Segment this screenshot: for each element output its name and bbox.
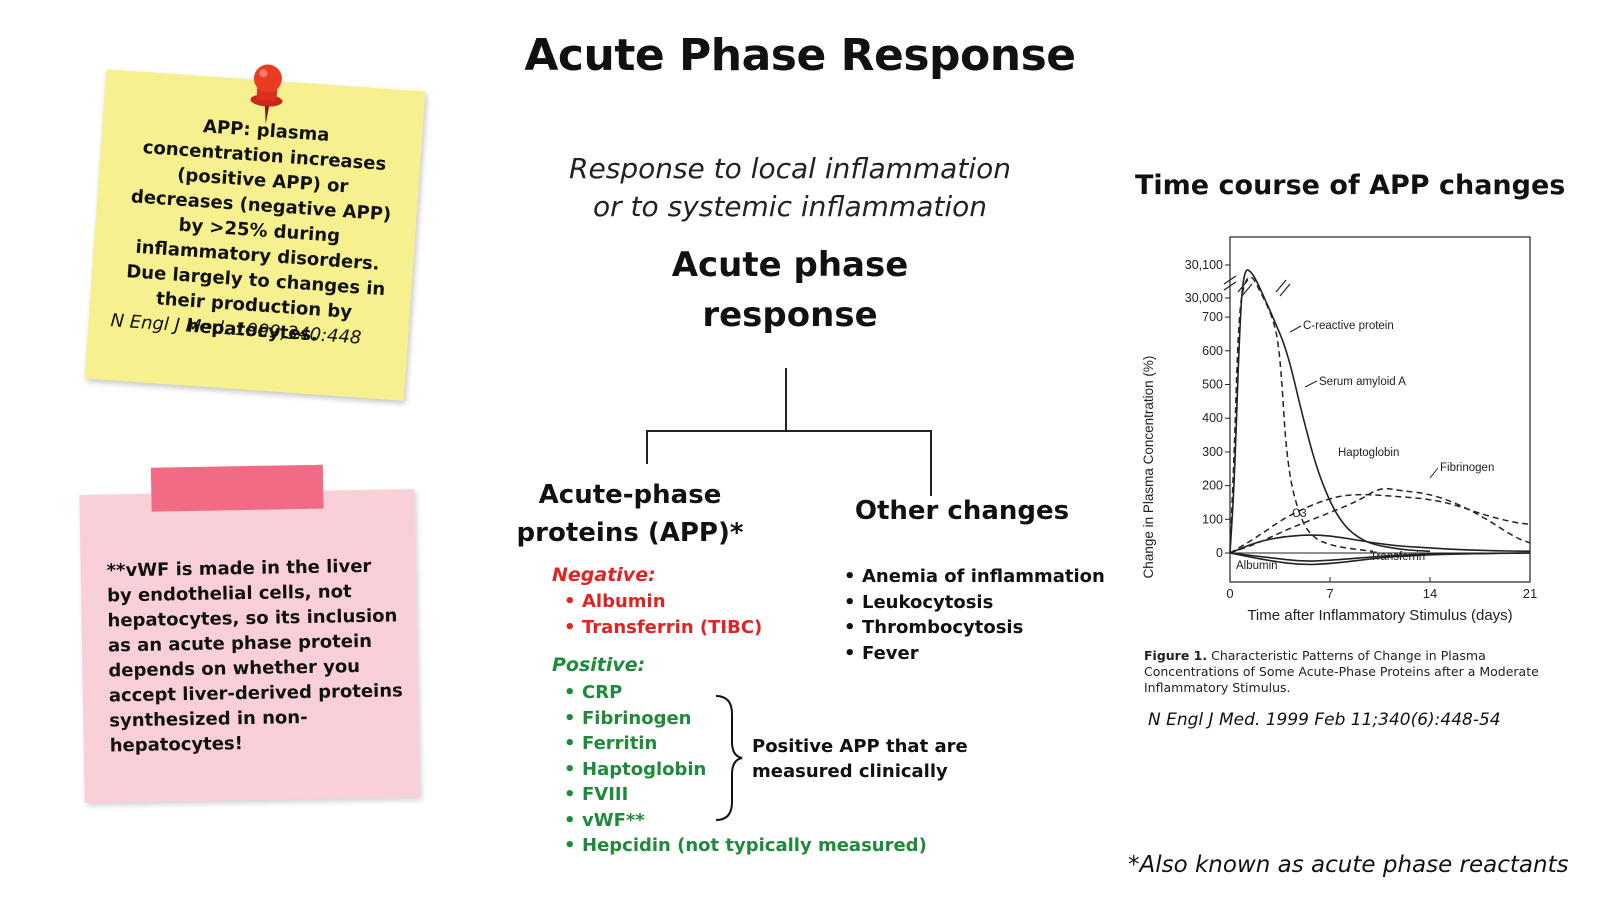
x-axis-title: Time after Inflammatory Stimulus (days) (1247, 607, 1512, 624)
y-tick-label: 30,100 (1185, 258, 1223, 272)
series-label-haptoglobin: Haptoglobin (1338, 447, 1399, 459)
list-item: Ferritin (552, 731, 927, 757)
series-line-fibrinogen (1229, 487, 1531, 554)
list-item: Leukocytosis (832, 590, 1105, 616)
label-leader (1304, 380, 1318, 388)
subtitle-line-2: or to systemic inflammation (593, 190, 987, 223)
negative-list: Albumin Transferrin (TIBC) (552, 589, 762, 640)
series-line-haptoglobin (1229, 493, 1531, 554)
series-line-c3 (1229, 534, 1531, 554)
app-heading-line-2: proteins (APP)* (516, 518, 744, 548)
center-heading-line-1: Acute phase (671, 245, 909, 285)
list-item: Thrombocytosis (832, 615, 1105, 641)
label-leader (1289, 325, 1302, 333)
x-tick-label: 7 (1326, 586, 1333, 601)
figure-caption-text: Characteristic Patterns of Change in Pla… (1144, 648, 1539, 695)
brace-label: Positive APP that are measured clinicall… (752, 734, 968, 784)
series-label-c3: C3 (1292, 508, 1307, 520)
y-axis-title: Change in Plasma Concentration (%) (1141, 356, 1156, 579)
y-tick-label: 600 (1202, 344, 1223, 358)
series-label-transferrin: Transferrin (1370, 551, 1425, 563)
page-title: Acute Phase Response (524, 30, 1076, 81)
center-heading: Acute phase response (590, 240, 990, 340)
series-line-albumin (1229, 552, 1531, 566)
positive-label: Positive: (552, 654, 646, 676)
subtitle: Response to local inflammation or to sys… (540, 150, 1040, 226)
series-layer (1229, 269, 1531, 566)
app-heading: Acute-phase proteins (APP)* (510, 476, 750, 552)
series-label-albumin: Albumin (1236, 560, 1278, 572)
app-time-course-chart: 0 100 200 300 400 500 600 700 30,000 30,100 0 7 14 2… (1141, 236, 1537, 624)
figure-caption-label: Figure 1. (1144, 648, 1208, 663)
series-line-c-reactive-protein (1229, 269, 1431, 554)
curve-break-mark (1279, 283, 1291, 297)
positive-list: CRP Fibrinogen Ferritin Haptoglobin FVII… (552, 680, 927, 859)
list-item: Hepcidin (not typically measured) (552, 833, 927, 859)
y-tick-label: 500 (1202, 378, 1223, 392)
y-tick-label: 400 (1202, 411, 1223, 425)
chart-citation: N Engl J Med. 1999 Feb 11;340(6):448-54 (1148, 710, 1501, 730)
curve-break-mark (1237, 279, 1249, 293)
list-item: vWF** (552, 808, 927, 834)
label-leader (1429, 467, 1439, 479)
chart-title: Time course of APP changes (1135, 170, 1566, 201)
other-changes-heading: Other changes (854, 496, 1070, 526)
y-tick-label: 100 (1202, 512, 1223, 526)
y-tick-label: 200 (1202, 479, 1223, 493)
y-tick-label: 700 (1202, 310, 1223, 324)
list-item: Albumin (552, 589, 762, 615)
x-tick-label: 0 (1226, 586, 1233, 601)
other-changes-list: Anemia of inflammation Leukocytosis Thro… (832, 564, 1105, 666)
series-label-c-reactive-protein: C-reactive protein (1303, 320, 1394, 332)
list-item: Anemia of inflammation (832, 564, 1105, 590)
list-item: Fever (832, 641, 1105, 667)
y-tick-label: 0 (1216, 546, 1223, 560)
x-tick-label: 21 (1523, 586, 1537, 601)
list-item: FVIII (552, 782, 927, 808)
push-pin-icon (250, 64, 283, 125)
y-tick-label: 300 (1202, 445, 1223, 459)
list-item: Haptoglobin (552, 757, 927, 783)
series-label-fibrinogen: Fibrinogen (1440, 462, 1494, 474)
tape-strip (150, 464, 324, 512)
figure-caption: Figure 1. Characteristic Patterns of Cha… (1144, 648, 1554, 696)
sticky-note-yellow: APP: plasma concentration increases (pos… (84, 64, 426, 401)
curve-break-mark (1241, 283, 1253, 297)
series-label-serum-amyloid-a: Serum amyloid A (1319, 376, 1406, 388)
y-tick-label: 30,000 (1185, 291, 1223, 305)
list-item: Transferrin (TIBC) (552, 615, 762, 641)
sticky-note-pink: **vWF is made in the liver by endothelia… (79, 464, 420, 803)
pink-note-text: **vWF is made in the liver by endothelia… (106, 555, 403, 757)
axis-break-mark (1223, 275, 1237, 285)
series-line-serum-amyloid-a (1229, 276, 1373, 554)
footnote: *Also known as acute phase reactants (1128, 852, 1569, 878)
brace-label-line-2: measured clinically (752, 761, 948, 782)
app-heading-line-1: Acute-phase (538, 480, 722, 510)
brace-label-line-1: Positive APP that are (752, 736, 968, 757)
negative-label: Negative: (552, 564, 656, 586)
list-item: CRP (552, 680, 927, 706)
subtitle-line-1: Response to local inflammation (569, 152, 1011, 185)
list-item: Fibrinogen (552, 706, 927, 732)
x-axis: 0 7 14 21 (1226, 577, 1537, 601)
x-tick-label: 14 (1423, 586, 1437, 601)
axis-break-mark (1223, 281, 1237, 291)
center-heading-line-2: response (702, 295, 878, 335)
plot-frame (1229, 236, 1531, 583)
curve-break-mark (1275, 279, 1287, 293)
